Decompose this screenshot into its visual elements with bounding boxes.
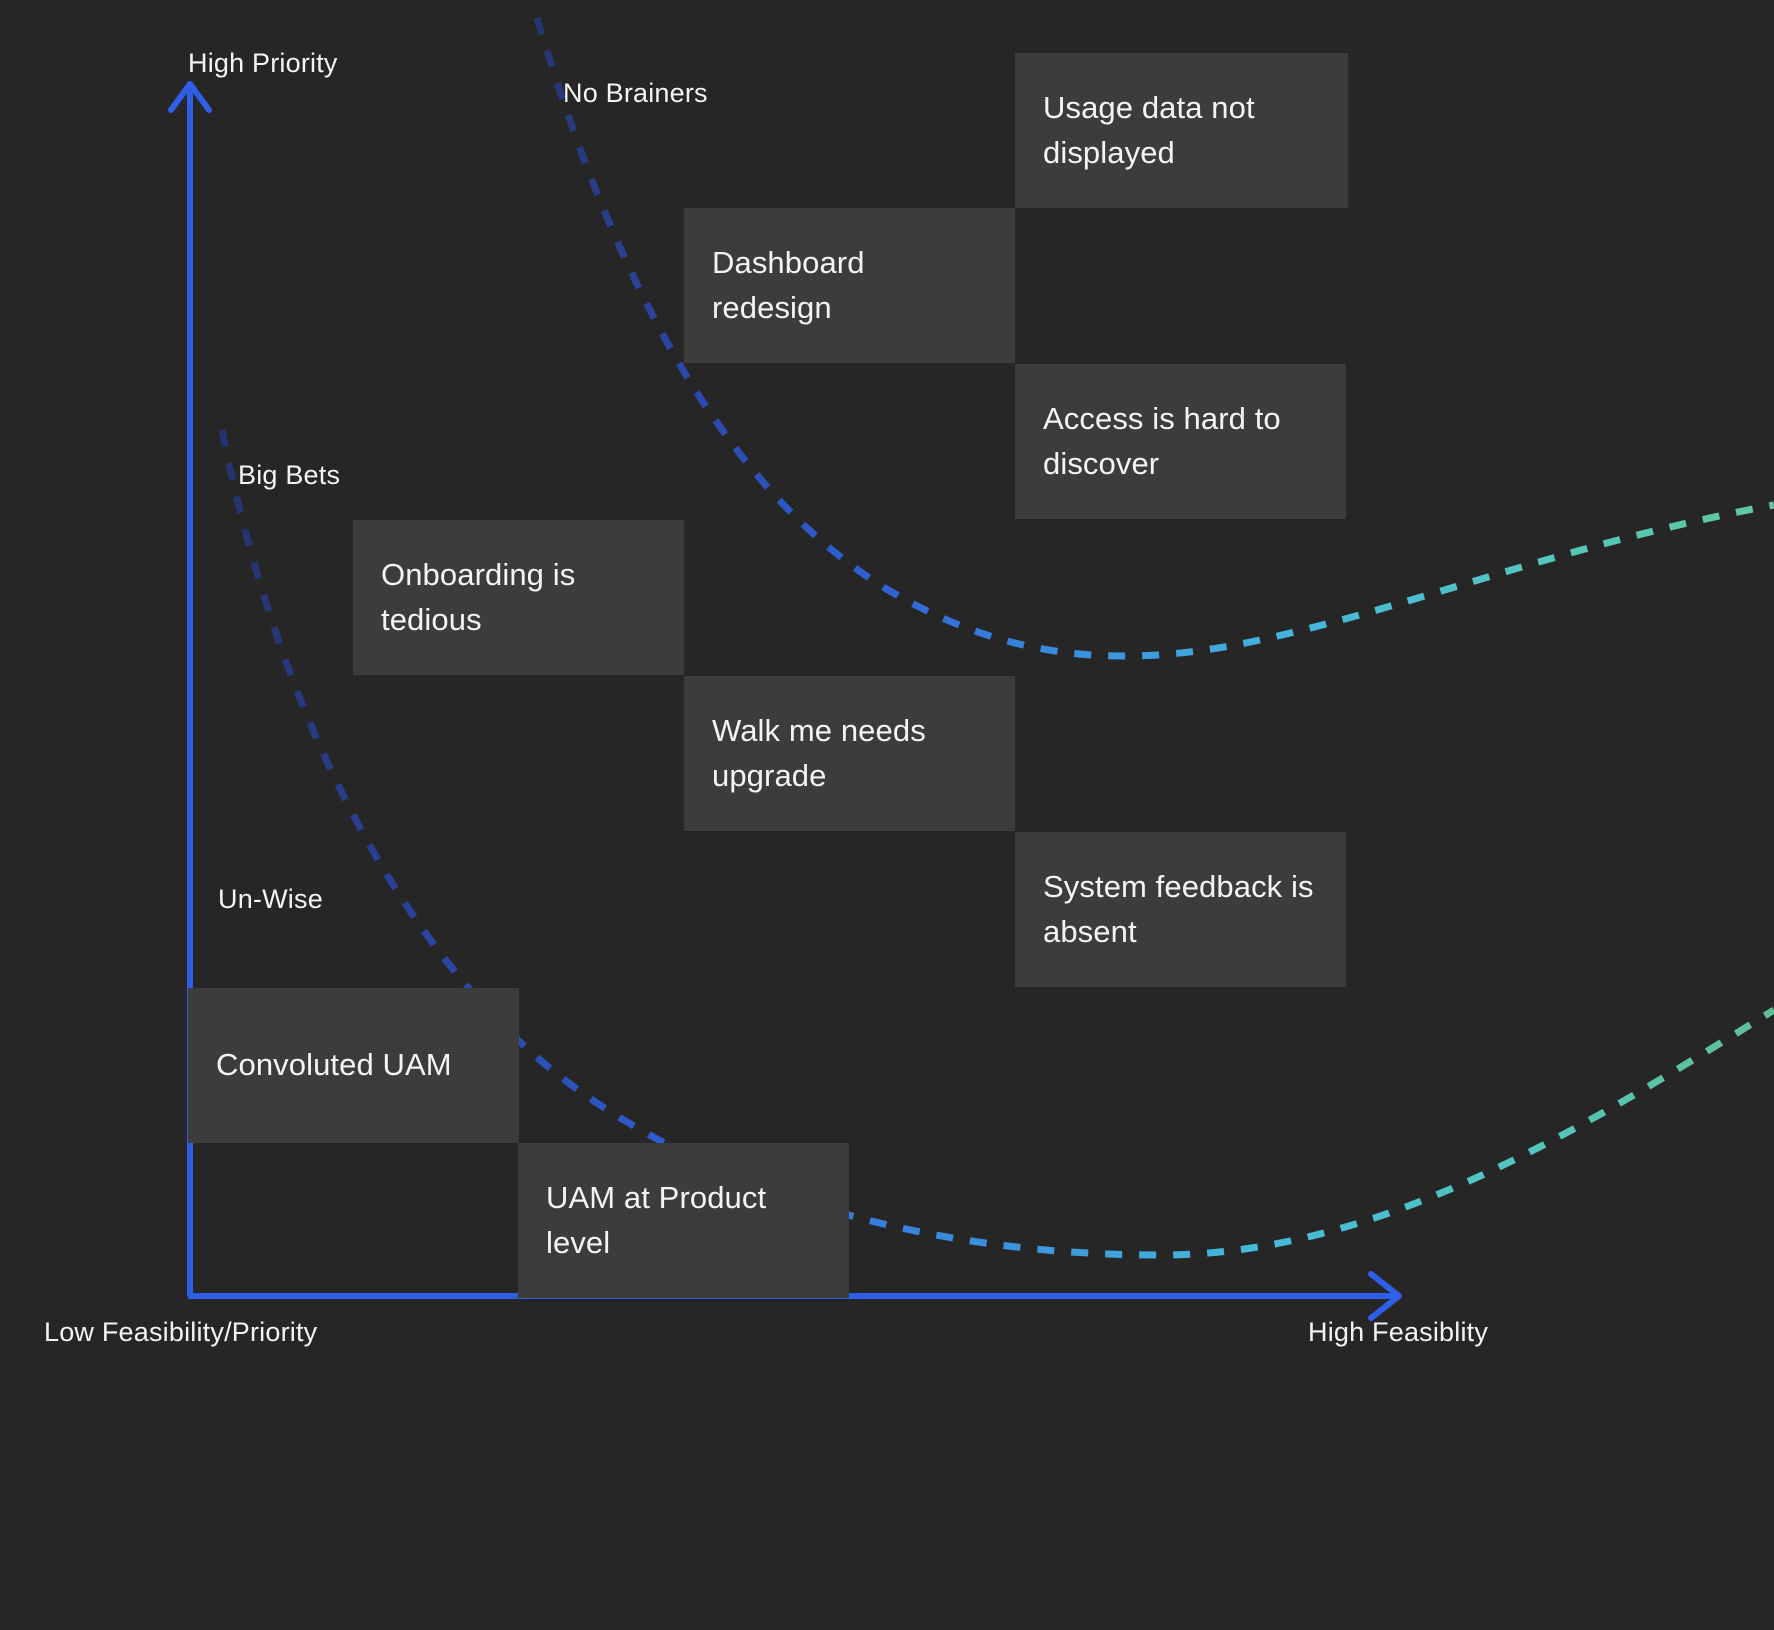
item-card-label: Dashboard redesign: [712, 244, 865, 325]
zone-label-no-brainers: No Brainers: [563, 78, 708, 108]
item-card-walkme-upgrade[interactable]: Walk me needs upgrade: [684, 676, 1015, 831]
item-card-access-discover[interactable]: Access is hard to discover: [1015, 364, 1346, 519]
x-axis-arrowhead: [1368, 1271, 1402, 1321]
item-card-label: Walk me needs upgrade: [712, 712, 926, 793]
y-axis-arrowhead: [168, 81, 212, 113]
item-card-label: Access is hard to discover: [1043, 400, 1281, 481]
item-card-label: System feedback is absent: [1043, 868, 1314, 949]
item-card-label: Onboarding is tedious: [381, 556, 576, 637]
item-card-label: Usage data not displayed: [1043, 89, 1255, 170]
item-card-onboarding-tedious[interactable]: Onboarding is tedious: [353, 520, 684, 675]
x-axis-high-feasibility-label: High Feasiblity: [1308, 1317, 1489, 1347]
item-card-label: Convoluted UAM: [216, 1047, 452, 1083]
zone-label-big-bets: Big Bets: [238, 460, 341, 490]
item-card-convoluted-uam[interactable]: Convoluted UAM: [188, 988, 519, 1143]
item-card-system-feedback[interactable]: System feedback is absent: [1015, 832, 1346, 987]
item-card-dashboard-redesign[interactable]: Dashboard redesign: [684, 208, 1015, 363]
y-axis-high-priority-label: High Priority: [188, 48, 338, 78]
x-axis-low-feasibility-label: Low Feasibility/Priority: [44, 1317, 318, 1347]
item-card-uam-product-level[interactable]: UAM at Product level: [518, 1143, 849, 1298]
zone-label-un-wise: Un-Wise: [218, 884, 323, 914]
item-card-label: UAM at Product level: [546, 1179, 767, 1260]
item-card-usage-data[interactable]: Usage data not displayed: [1015, 53, 1348, 208]
